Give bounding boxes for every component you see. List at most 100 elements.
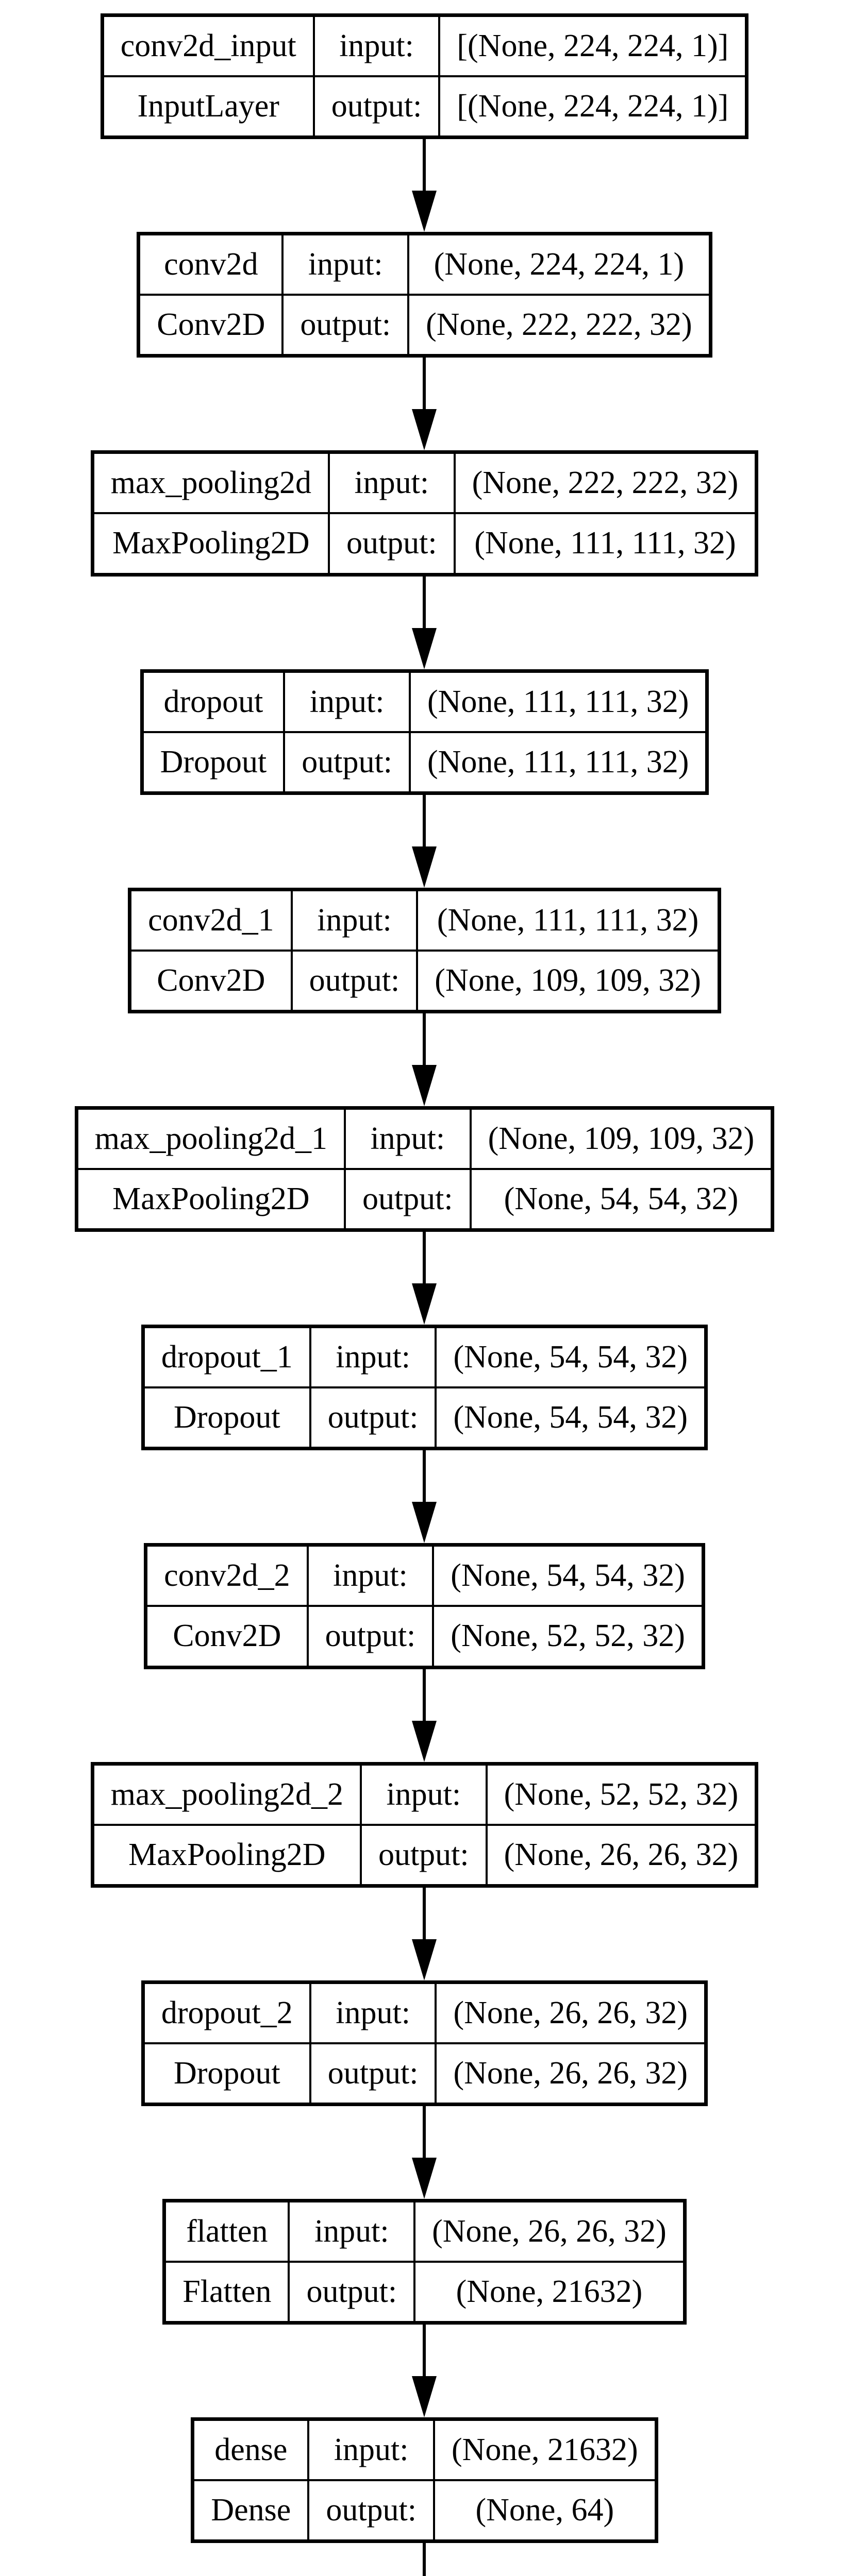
layer-input-shape: (None, 26, 26, 32) xyxy=(435,1981,707,2044)
arrow-down-connector xyxy=(412,1450,437,1544)
layer-input-shape: (None, 54, 54, 32) xyxy=(432,1544,705,1607)
output-label: output: xyxy=(309,1386,437,1450)
layer-node-dense: dense input: (None, 21632) Dense output:… xyxy=(191,2417,658,2544)
layer-output-shape: (None, 111, 111, 32) xyxy=(408,731,708,794)
layer-node-dropout-2: dropout_2 input: (None, 26, 26, 32) Drop… xyxy=(141,1980,708,2106)
arrow-down-connector xyxy=(412,358,437,451)
layer-input-shape: (None, 111, 111, 32) xyxy=(408,670,708,733)
input-label: input: xyxy=(288,2199,416,2263)
arrow-stem xyxy=(423,2106,426,2159)
output-label: output: xyxy=(312,75,441,139)
layer-output-shape: [(None, 224, 224, 1)] xyxy=(438,75,748,139)
arrowhead-icon xyxy=(412,1502,437,1544)
layer-output-shape: (None, 26, 26, 32) xyxy=(485,1823,758,1887)
input-label: input: xyxy=(281,232,410,296)
layer-type: Conv2D xyxy=(128,949,293,1013)
arrow-down-connector xyxy=(412,1013,437,1106)
output-label: output: xyxy=(290,949,419,1013)
arrowhead-icon xyxy=(412,628,437,669)
arrowhead-icon xyxy=(412,846,437,888)
arrowhead-icon xyxy=(412,409,437,451)
arrow-stem xyxy=(423,1669,426,1722)
arrow-down-connector xyxy=(412,2543,437,2576)
arrow-stem xyxy=(423,2543,426,2576)
arrow-down-connector xyxy=(412,139,437,232)
layer-output-shape: (None, 111, 111, 32) xyxy=(453,512,758,576)
input-label: input: xyxy=(343,1107,472,1171)
arrowhead-icon xyxy=(412,1939,437,1980)
layer-input-shape: (None, 222, 222, 32) xyxy=(453,451,758,515)
output-label: output: xyxy=(309,2042,437,2106)
layer-name: conv2d_input xyxy=(101,14,315,78)
layer-name: flatten xyxy=(163,2199,290,2263)
layer-node-dropout: dropout input: (None, 111, 111, 32) Drop… xyxy=(140,669,709,795)
layer-output-shape: (None, 64) xyxy=(433,2479,658,2543)
arrow-stem xyxy=(423,1232,426,1285)
output-label: output: xyxy=(281,294,410,357)
output-label: output: xyxy=(343,1168,472,1231)
layer-output-shape: (None, 52, 52, 32) xyxy=(432,1605,705,1668)
layer-node-max-pooling2d: max_pooling2d input: (None, 222, 222, 32… xyxy=(90,450,759,577)
layer-input-shape: (None, 111, 111, 32) xyxy=(416,888,721,952)
output-label: output: xyxy=(283,731,411,794)
arrow-down-connector xyxy=(412,2106,437,2199)
output-label: output: xyxy=(327,512,456,576)
arrow-down-connector xyxy=(412,576,437,669)
input-label: input: xyxy=(359,1762,488,1826)
arrow-stem xyxy=(423,2325,426,2378)
layer-type: Conv2D xyxy=(144,1605,309,1668)
arrow-stem xyxy=(423,576,426,629)
layer-type: Flatten xyxy=(163,2260,290,2324)
input-label: input: xyxy=(309,1981,437,2044)
layer-name: dense xyxy=(191,2418,310,2482)
layer-type: Dropout xyxy=(141,731,286,794)
layer-node-conv2d-input: conv2d_input input: [(None, 224, 224, 1)… xyxy=(100,13,749,140)
output-label: output: xyxy=(359,1823,488,1887)
layer-name: max_pooling2d_1 xyxy=(75,1107,346,1171)
layer-type: Dropout xyxy=(142,2042,311,2106)
input-label: input: xyxy=(283,670,411,733)
arrow-down-connector xyxy=(412,2325,437,2418)
layer-output-shape: (None, 21632) xyxy=(413,2260,686,2324)
layer-input-shape: (None, 224, 224, 1) xyxy=(407,232,712,296)
layer-name: conv2d xyxy=(137,232,284,296)
arrow-stem xyxy=(423,1450,426,1503)
layer-type: MaxPooling2D xyxy=(91,1823,362,1887)
layer-node-conv2d-1: conv2d_1 input: (None, 111, 111, 32) Con… xyxy=(128,887,721,1013)
layer-node-conv2d: conv2d input: (None, 224, 224, 1) Conv2D… xyxy=(137,232,712,358)
arrow-stem xyxy=(423,1887,426,1940)
layer-node-conv2d-2: conv2d_2 input: (None, 54, 54, 32) Conv2… xyxy=(144,1543,705,1669)
layer-input-shape: [(None, 224, 224, 1)] xyxy=(438,14,748,78)
layer-type: InputLayer xyxy=(101,75,315,139)
arrowhead-icon xyxy=(412,1283,437,1325)
arrow-down-connector xyxy=(412,1887,437,1980)
arrowhead-icon xyxy=(412,2376,437,2418)
output-label: output: xyxy=(306,1605,435,1668)
input-label: input: xyxy=(290,888,419,952)
layer-input-shape: (None, 52, 52, 32) xyxy=(485,1762,758,1826)
layer-name: conv2d_1 xyxy=(128,888,293,952)
output-label: output: xyxy=(307,2479,436,2543)
layer-input-shape: (None, 21632) xyxy=(433,2418,658,2482)
input-label: input: xyxy=(306,1544,435,1607)
layer-name: max_pooling2d_2 xyxy=(91,1762,362,1826)
layer-output-shape: (None, 222, 222, 32) xyxy=(407,294,712,357)
layer-output-shape: (None, 54, 54, 32) xyxy=(435,1386,707,1450)
arrowhead-icon xyxy=(412,1720,437,1762)
input-label: input: xyxy=(312,14,441,78)
layer-name: dropout xyxy=(141,670,286,733)
layer-node-max-pooling2d-2: max_pooling2d_2 input: (None, 52, 52, 32… xyxy=(90,1761,759,1888)
layer-output-shape: (None, 26, 26, 32) xyxy=(435,2042,707,2106)
layer-type: MaxPooling2D xyxy=(75,1168,346,1231)
layer-name: dropout_2 xyxy=(142,1981,311,2044)
arrow-stem xyxy=(423,794,426,848)
arrow-stem xyxy=(423,139,426,192)
model-architecture-diagram: conv2d_input input: [(None, 224, 224, 1)… xyxy=(74,0,775,2576)
layer-type: Dense xyxy=(191,2479,310,2543)
arrow-stem xyxy=(423,358,426,411)
arrow-down-connector xyxy=(412,794,437,888)
arrow-down-connector xyxy=(412,1232,437,1325)
layer-input-shape: (None, 26, 26, 32) xyxy=(413,2199,686,2263)
input-label: input: xyxy=(309,1325,437,1389)
layer-name: max_pooling2d xyxy=(91,451,330,515)
